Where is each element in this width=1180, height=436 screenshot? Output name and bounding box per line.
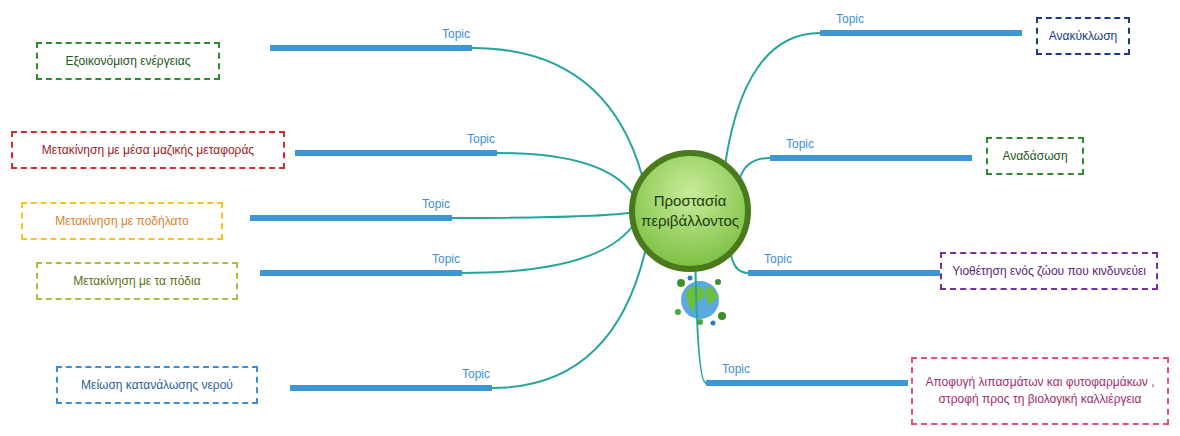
idea-text: Υιοθέτηση ενός ζώου που κινδυνεύει bbox=[952, 263, 1146, 280]
topic-label: Topic bbox=[432, 252, 460, 266]
branch-connector bbox=[731, 255, 748, 273]
bar-line bbox=[260, 270, 462, 276]
idea-box: Μείωση κατανάλωσης νερού bbox=[56, 366, 258, 404]
bar-line bbox=[290, 385, 492, 391]
idea-text: Μείωση κατανάλωσης νερού bbox=[81, 377, 233, 394]
topic-bar: Topic bbox=[820, 12, 1022, 36]
topic-bar: Topic bbox=[295, 132, 497, 156]
bar-line bbox=[770, 155, 972, 161]
central-circle: Προστασία περιβάλλοντος bbox=[628, 149, 752, 273]
topic-bar: Topic bbox=[748, 252, 948, 276]
topic-bar: Topic bbox=[770, 137, 972, 161]
topic-bar: Topic bbox=[290, 367, 492, 391]
idea-text: Εξοικονόμιση ενέργειας bbox=[66, 53, 191, 70]
idea-box: Μετακίνηση με τα πόδια bbox=[36, 262, 238, 300]
bar-line bbox=[820, 30, 1022, 36]
bar-line bbox=[706, 380, 908, 386]
idea-text: Αποφυγή λιπασμάτων και φυτοφαρμάκων , στ… bbox=[923, 374, 1157, 408]
idea-text: Μετακίνηση με ποδήλατο bbox=[55, 213, 188, 230]
branch-connector bbox=[497, 153, 633, 194]
idea-box: Μετακίνηση με μέσα μαζικής μεταφοράς bbox=[11, 131, 285, 169]
topic-label: Topic bbox=[442, 27, 470, 41]
idea-text: Αναδάσωση bbox=[1002, 148, 1067, 165]
circle-outline bbox=[628, 149, 752, 273]
idea-box: Εξοικονόμιση ενέργειας bbox=[36, 42, 220, 80]
topic-label: Topic bbox=[462, 367, 490, 381]
idea-box: Ανακύκλωση bbox=[1036, 17, 1130, 55]
bar-line bbox=[748, 270, 948, 276]
branch-connector bbox=[452, 213, 630, 218]
branch-connector bbox=[462, 227, 632, 273]
bar-line bbox=[250, 215, 452, 221]
topic-bar: Topic bbox=[706, 362, 908, 386]
idea-box: Αναδάσωση bbox=[986, 137, 1084, 175]
topic-bar: Topic bbox=[260, 252, 462, 276]
branch-connector bbox=[696, 271, 706, 383]
idea-box: Αποφυγή λιπασμάτων και φυτοφαρμάκων , στ… bbox=[911, 357, 1169, 425]
bar-line bbox=[270, 45, 472, 51]
globe-icon bbox=[675, 276, 726, 326]
idea-text: Ανακύκλωση bbox=[1049, 28, 1118, 45]
topic-label: Topic bbox=[422, 197, 450, 211]
branch-connector bbox=[740, 158, 770, 178]
topic-bar: Topic bbox=[250, 197, 452, 221]
idea-box: Υιοθέτηση ενός ζώου που κινδυνεύει bbox=[940, 252, 1158, 290]
topic-label: Topic bbox=[722, 362, 750, 376]
idea-box: Μετακίνηση με ποδήλατο bbox=[21, 202, 223, 240]
topic-label: Topic bbox=[836, 12, 864, 26]
idea-text: Μετακίνηση με μέσα μαζικής μεταφοράς bbox=[42, 142, 254, 159]
topic-label: Topic bbox=[467, 132, 495, 146]
branch-connector bbox=[472, 48, 642, 175]
topic-label: Topic bbox=[764, 252, 792, 266]
center-title: Προστασία περιβάλλοντος bbox=[635, 191, 745, 231]
branch-connector bbox=[725, 33, 820, 163]
topic-bar: Topic bbox=[270, 27, 472, 51]
bar-line bbox=[295, 150, 497, 156]
branch-connector bbox=[492, 251, 645, 388]
topic-label: Topic bbox=[786, 137, 814, 151]
idea-text: Μετακίνηση με τα πόδια bbox=[73, 273, 200, 290]
